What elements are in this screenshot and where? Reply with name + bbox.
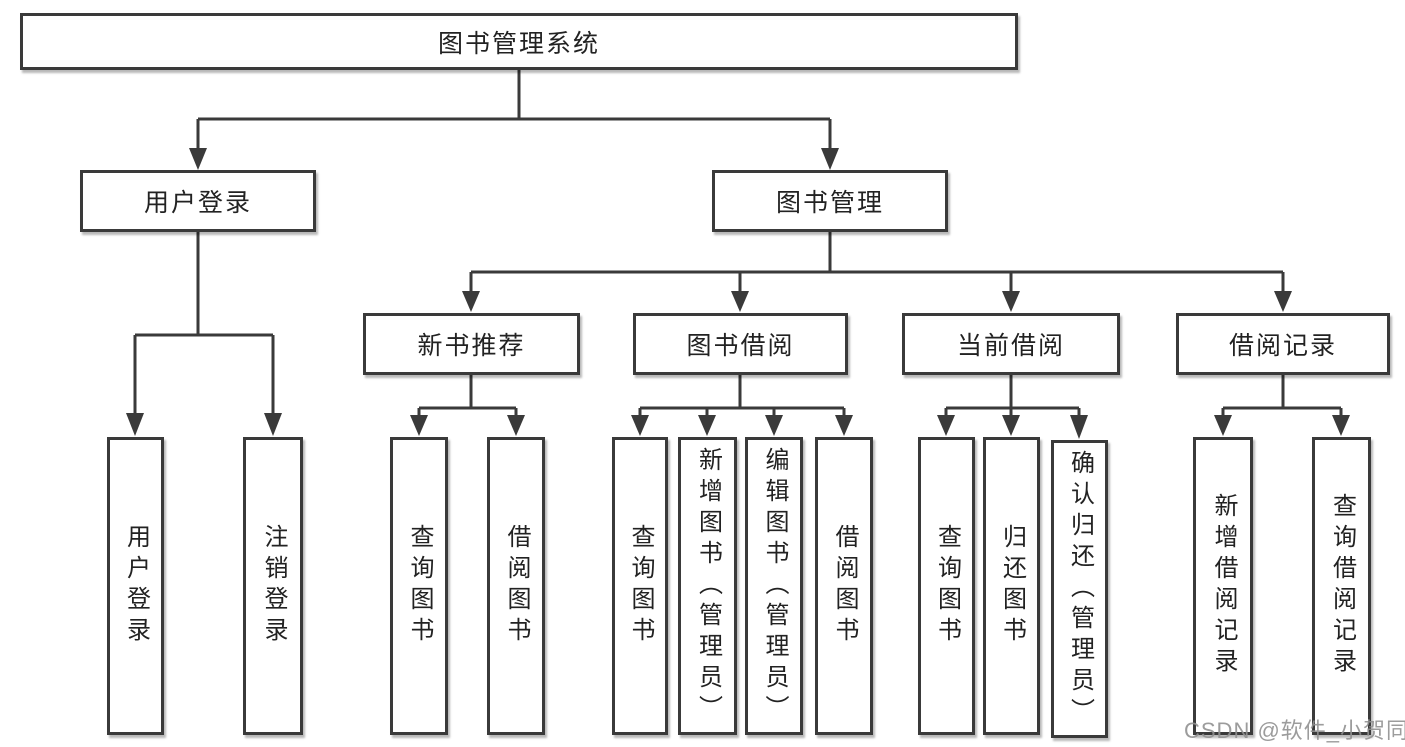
node-user-login-group: 用户登录 [80,170,316,232]
leaf-add-borrow-record: 新增借阅记录 [1193,437,1253,735]
node-book-management: 图书管理 [712,170,948,232]
node-new-book-recommend: 新书推荐 [363,313,580,375]
node-library-management-system: 图书管理系统 [20,13,1018,70]
leaf-borrow-books-recommend: 借阅图书 [487,437,545,735]
watermark: CSDN @软件_小贺同学 [1184,718,1405,743]
node-borrow-records: 借阅记录 [1176,313,1390,375]
leaf-logout: 注销登录 [243,437,303,735]
leaf-query-books-recommend: 查询图书 [390,437,448,735]
leaf-user-login: 用户登录 [107,437,164,735]
leaf-return-books: 归还图书 [983,437,1040,735]
node-current-borrow: 当前借阅 [902,313,1120,375]
leaf-query-books-borrow: 查询图书 [612,437,668,735]
leaf-edit-books-admin: 编辑图书（管理员） [745,437,803,735]
leaf-confirm-return-admin: 确认归还（管理员） [1051,440,1108,738]
leaf-query-borrow-record: 查询借阅记录 [1312,437,1371,735]
leaf-query-books-current: 查询图书 [918,437,975,735]
leaf-borrow-books: 借阅图书 [815,437,873,735]
node-book-borrow: 图书借阅 [633,313,848,375]
leaf-add-books-admin: 新增图书（管理员） [678,437,737,735]
